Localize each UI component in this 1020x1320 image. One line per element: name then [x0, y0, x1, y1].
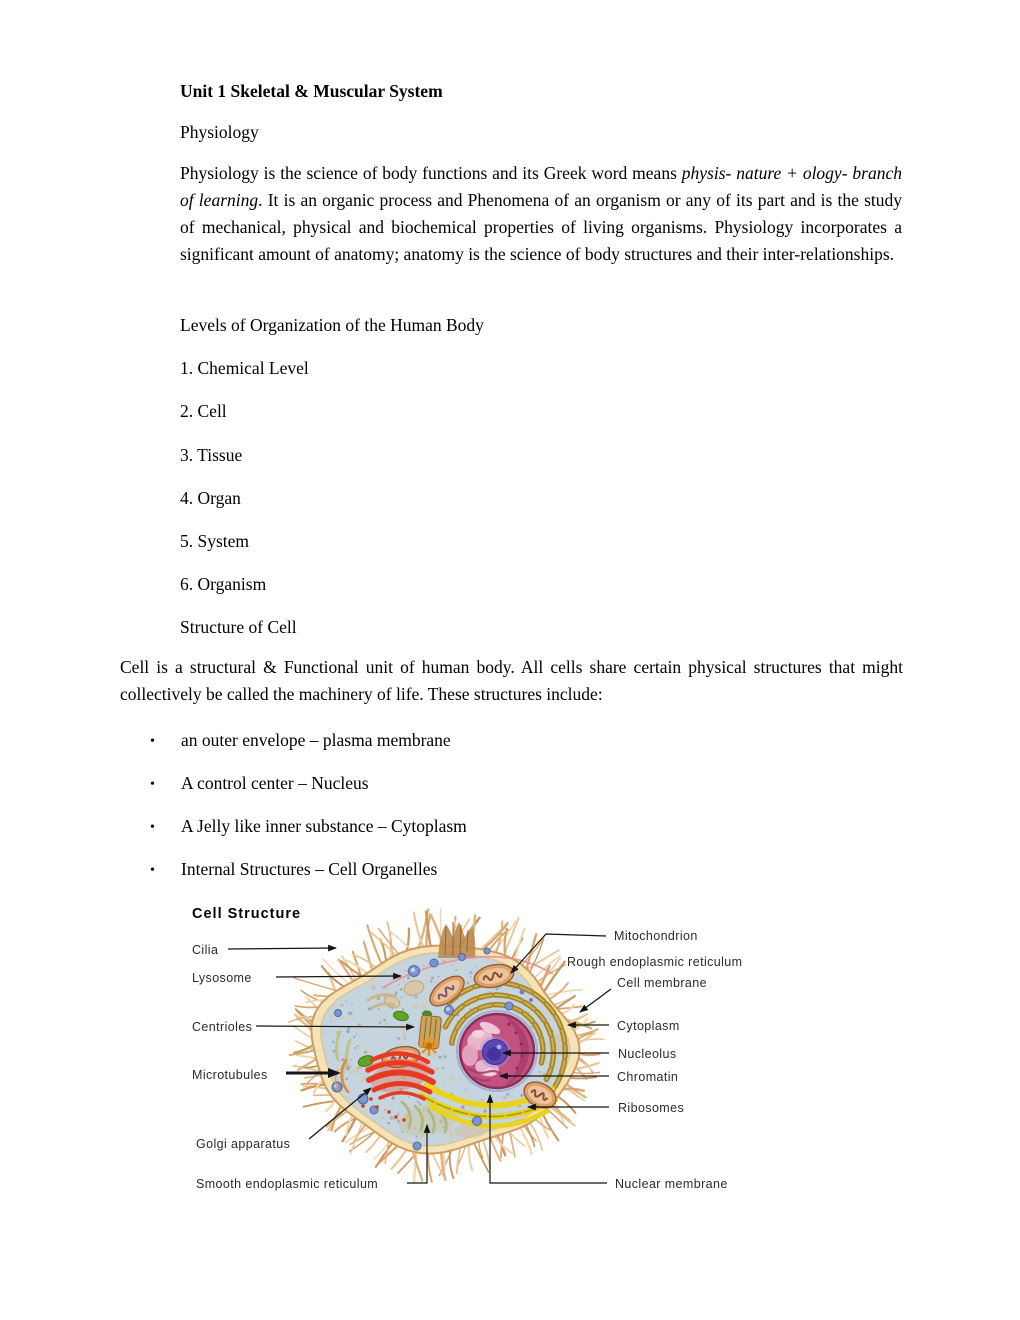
label-cilia: Cilia [192, 943, 218, 957]
mitochondrion-line [510, 933, 607, 974]
label-smooth-er: Smooth endoplasmic reticulum [196, 1177, 378, 1191]
cilia-roots [438, 922, 476, 958]
page-title: Unit 1 Skeletal & Muscular System [180, 81, 443, 101]
golgi-organelle [361, 1051, 436, 1122]
chromatin-strands [467, 1067, 503, 1082]
golgi-line [308, 1087, 372, 1140]
lysosome-line [275, 972, 403, 980]
smooth-er-line [407, 1123, 431, 1184]
label-cytoplasm: Cytoplasm [617, 1019, 680, 1033]
bullet-text: A Jelly like inner substance – Cytoplasm [181, 816, 467, 836]
cilia-line [227, 944, 338, 952]
label-ribosomes: Ribosomes [618, 1101, 684, 1115]
label-cell-membrane: Cell membrane [617, 976, 707, 990]
label-rough-er: Rough endoplasmic reticulum [567, 955, 742, 969]
centrioles-line [255, 1023, 416, 1031]
rough-er [442, 980, 568, 1098]
label-mitochondrion: Mitochondrion [614, 929, 698, 943]
bullet-row: • A Jelly like inner substance – Cytoplas… [150, 813, 467, 841]
organelles [331, 922, 568, 1151]
figure-title: Cell Structure [192, 906, 301, 922]
bullet-text: an outer envelope – plasma membrane [181, 730, 451, 750]
bullet-icon: • [150, 777, 155, 792]
list-item-system: 5. System [180, 531, 250, 551]
list-item-chemical: 1. Chemical Level [180, 358, 309, 378]
heading-levels: Levels of Organization of the Human Body [180, 315, 484, 335]
bullet-text: Internal Structures – Cell Organelles [181, 859, 438, 879]
cell-structure-figure: Cell Structure Cilia Lysosome Centrioles… [192, 906, 742, 1191]
bullet-row: • an outer envelope – plasma membrane [150, 727, 451, 755]
bullet-icon: • [150, 863, 155, 878]
label-microtubules: Microtubules [192, 1068, 268, 1082]
nucleolus-organelle [479, 1036, 511, 1068]
bullet-row: • A control center – Nucleus [150, 770, 369, 798]
nucleus-organelle [456, 1010, 538, 1092]
leader-lines [227, 933, 612, 1184]
intro-paragraph: Physiology is the science of body functi… [180, 160, 902, 268]
cell-membrane-line [579, 988, 612, 1013]
bullet-text: A control center – Nucleus [181, 773, 369, 793]
list-item-organism: 6. Organism [180, 574, 267, 594]
intro-text-rest: . It is an organic process and Phenomena… [180, 190, 907, 264]
mitochondrion-organelle [473, 963, 515, 989]
golgi-vesicles [361, 1097, 406, 1122]
list-item-cell: 2. Cell [180, 401, 227, 421]
label-golgi: Golgi apparatus [196, 1137, 290, 1151]
centriole-starburst [419, 1036, 439, 1056]
label-nuclear-membrane: Nuclear membrane [615, 1177, 728, 1191]
intro-text-italic: physis- nature + ology- branch of learni… [180, 163, 907, 210]
mitochondrion-organelle [523, 1081, 557, 1109]
list-item-organ: 4. Organ [180, 488, 241, 508]
bullet-row: • Internal Structures – Cell Organelles [150, 856, 437, 884]
intro-text-lead: Physiology is the science of body functi… [180, 163, 682, 183]
heading-physiology: Physiology [180, 122, 259, 142]
label-nucleolus: Nucleolus [618, 1047, 677, 1061]
label-lysosome: Lysosome [192, 971, 252, 985]
label-chromatin: Chromatin [617, 1070, 678, 1084]
mitochondrion-organelle [429, 975, 465, 1007]
list-item-tissue: 3. Tissue [180, 445, 243, 465]
bullet-icon: • [150, 734, 155, 749]
bullet-icon: • [150, 820, 155, 835]
nuclear-membrane-line [486, 1093, 607, 1184]
cell-paragraph: Cell is a structural & Functional unit o… [120, 657, 908, 704]
heading-structure-of-cell: Structure of Cell [180, 617, 297, 637]
label-centrioles: Centrioles [192, 1020, 252, 1034]
membrane-inner-line [381, 955, 554, 989]
